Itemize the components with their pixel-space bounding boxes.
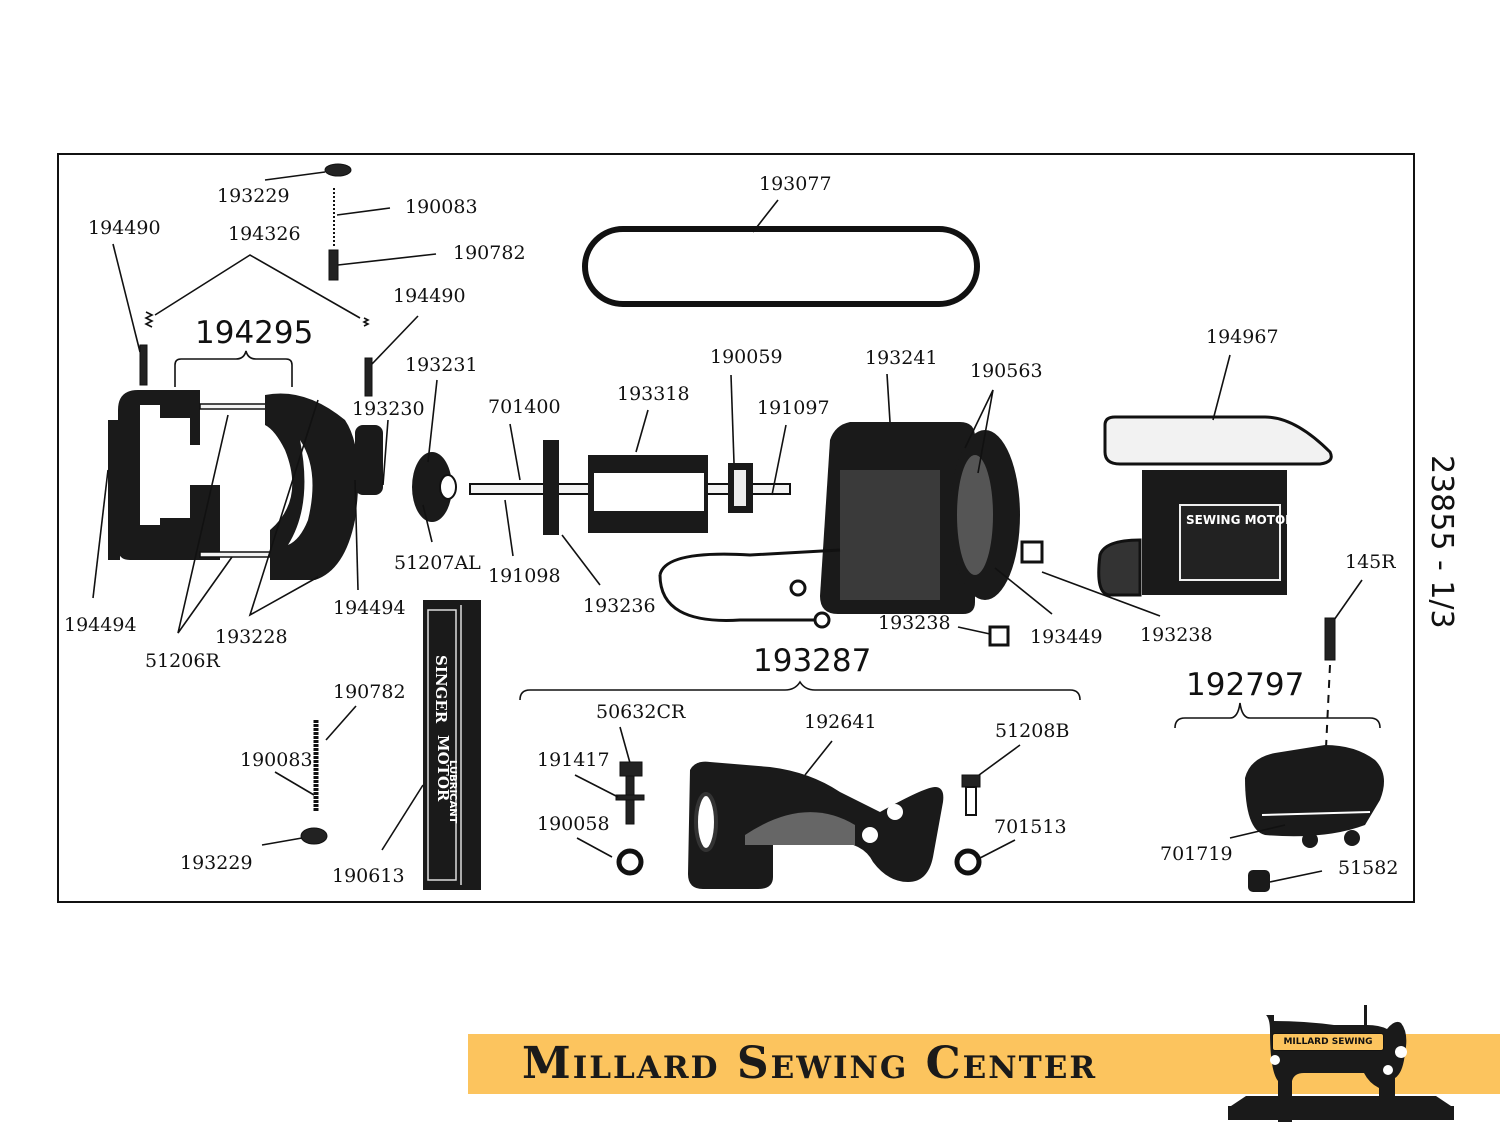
label-701513: 701513 (994, 816, 1067, 838)
field-coil-193241 (658, 422, 1044, 647)
label-192641: 192641 (804, 711, 877, 733)
label-190059: 190059 (710, 346, 783, 368)
sheet-code: 23855 - 1/3 (1424, 455, 1459, 629)
label-191097: 191097 (757, 397, 830, 419)
label-190613: 190613 (332, 865, 405, 887)
sewing-machine-logo (1228, 1005, 1454, 1122)
label-193449: 193449 (1030, 626, 1103, 648)
cover-plate-text: SEWING MOTOR (1186, 513, 1294, 527)
washer-701513 (954, 848, 982, 876)
bracket-192641 (688, 761, 944, 889)
label-194967: 194967 (1206, 326, 1279, 348)
label-194490-right: 194490 (393, 285, 466, 307)
label-190782-bot: 190782 (333, 681, 406, 703)
label-193318: 193318 (617, 383, 690, 405)
spring-190083-top (333, 188, 391, 248)
label-193229-top: 193229 (217, 185, 290, 207)
label-193230: 193230 (352, 398, 425, 420)
label-51206R: 51206R (145, 650, 220, 672)
label-194494-left: 194494 (64, 614, 137, 636)
label-50632CR: 50632CR (596, 701, 686, 723)
washer-190058 (616, 848, 644, 876)
lubricant-line2: LUBRICANT (447, 760, 458, 824)
brush-holder-right (364, 357, 373, 397)
label-190782-top: 190782 (453, 242, 526, 264)
nut-51582 (1248, 870, 1270, 892)
logo-badge: MILLARD SEWING (1272, 1033, 1384, 1051)
brush-holder-left (139, 344, 148, 386)
label-193077: 193077 (759, 173, 832, 195)
label-701400: 701400 (488, 396, 561, 418)
label-701719: 701719 (1160, 843, 1233, 865)
armature-193318 (469, 440, 791, 535)
cap-193229-bot (300, 827, 328, 845)
diagram-frame (57, 153, 1415, 903)
label-193238-a: 193238 (878, 612, 951, 634)
label-193231: 193231 (405, 354, 478, 376)
assembly-192797: 192797 (1186, 667, 1304, 703)
spring-left (144, 311, 154, 328)
label-194490-left: 194490 (88, 217, 161, 239)
label-190563: 190563 (970, 360, 1043, 382)
brush-190782-top (328, 249, 437, 281)
assembly-194295: 194295 (195, 315, 313, 351)
label-191417: 191417 (537, 749, 610, 771)
terminal-block-192797 (1245, 745, 1384, 848)
label-193241: 193241 (865, 347, 938, 369)
label-51208B: 51208B (995, 720, 1069, 742)
label-190058: 190058 (537, 813, 610, 835)
screw-50632CR (615, 761, 645, 825)
motor-housing-194295 (108, 390, 383, 580)
label-194494-right: 194494 (333, 597, 406, 619)
belt-193077 (582, 226, 980, 307)
lubricant-line1: MOTOR (434, 735, 452, 802)
lubricant-brand: SINGER (432, 655, 450, 724)
label-145R: 145R (1345, 551, 1396, 573)
label-190083-top: 190083 (405, 196, 478, 218)
label-193228: 193228 (215, 626, 288, 648)
spring-right (362, 317, 370, 327)
label-191098: 191098 (488, 565, 561, 587)
label-51582: 51582 (1338, 857, 1398, 879)
label-190083-bot: 190083 (240, 749, 313, 771)
lubricant-tube-190613: SINGER MOTOR LUBRICANT (423, 600, 481, 890)
assembly-193287: 193287 (753, 643, 871, 679)
label-193229-bot: 193229 (180, 852, 253, 874)
label-193236: 193236 (583, 595, 656, 617)
screw-51208B (961, 774, 981, 816)
company-name: Millard Sewing Center (522, 1038, 1098, 1089)
label-194326: 194326 (228, 223, 301, 245)
pulley-193231 (412, 452, 457, 522)
label-51207AL: 51207AL (394, 552, 481, 574)
cap-193229-top (264, 163, 352, 181)
screw-145R (1324, 617, 1336, 661)
label-193238-b: 193238 (1140, 624, 1213, 646)
motor-cover-194967: SEWING MOTOR (1097, 415, 1333, 597)
